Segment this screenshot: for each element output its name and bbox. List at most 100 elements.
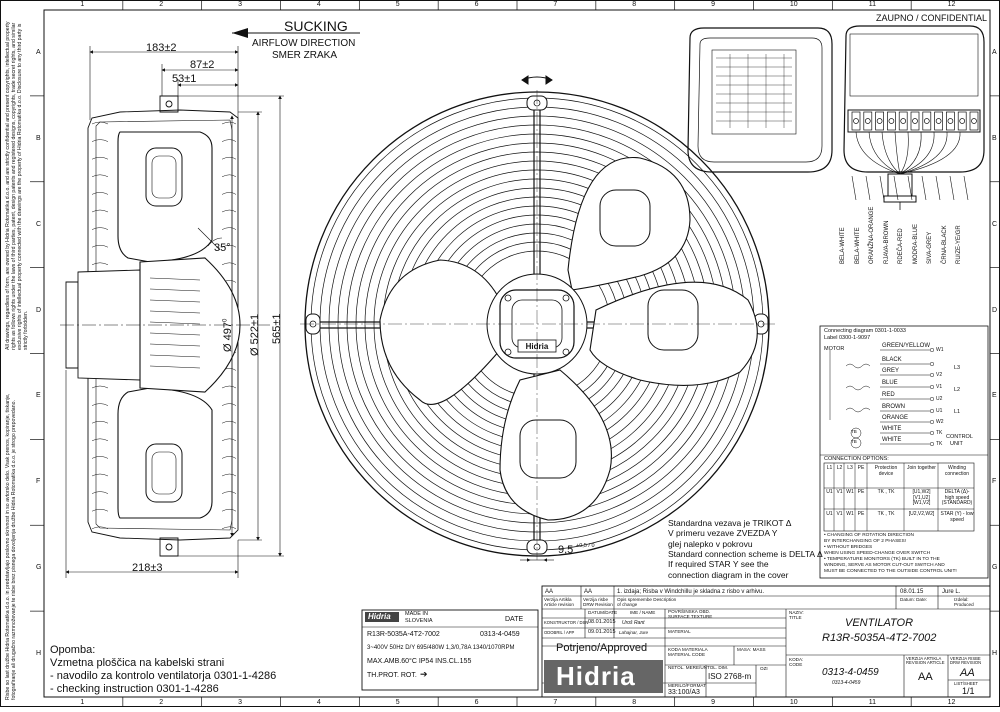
- conn-term: U2: [936, 397, 942, 402]
- conn-cell: Winding connection: [940, 466, 974, 477]
- conn-cell: Protection device: [869, 466, 903, 477]
- conn-cell: U1: [825, 490, 834, 496]
- tb-odobril-date: 09.01.2015: [588, 630, 616, 636]
- conn-line-label: L3: [954, 366, 960, 372]
- conn-cell: PE: [856, 512, 866, 518]
- wire-label: SIVA-GREY: [927, 232, 933, 264]
- conn-term: U1: [936, 409, 942, 414]
- tb-datum-date: DATUM/DATE: [588, 611, 617, 616]
- grid-col-label: 10: [790, 699, 798, 706]
- dim-9-5-tol: +0,5 / 0: [576, 544, 595, 550]
- note-line-3: - checking instruction 0301-1-4286: [50, 684, 219, 695]
- standard-note-line: V primeru vezave ZVEZDA Y: [668, 529, 777, 538]
- wire-label: BELA-WHITE: [855, 227, 861, 264]
- tb-scale: 33:100/A3: [668, 689, 700, 696]
- tb-ozi: OZI: [760, 667, 768, 672]
- grid-col-label: 12: [948, 699, 956, 706]
- conn-cell: STAR (Y) - low speed: [940, 512, 974, 523]
- label-code: 0313-4-0459: [480, 631, 520, 638]
- conn-cell: V1: [835, 512, 844, 518]
- conn-wire: BLUE: [882, 380, 898, 386]
- standard-note-line: Standardna vezava je TRIKOT Δ: [668, 519, 791, 528]
- conn-wire: ORANGE: [882, 415, 908, 421]
- conn-wire: WHITE: [882, 437, 901, 443]
- tb-iso: ISO 2768-m: [708, 673, 751, 681]
- tb-ime-name: IME / NAME: [630, 611, 655, 616]
- note-title: Opomba:: [50, 645, 95, 656]
- copyright-note-en: All drawings, regardless of form, are ow…: [6, 20, 30, 350]
- wire-label: RDEČA-RED: [898, 228, 904, 264]
- conn-cell: W1: [845, 512, 855, 518]
- tb-konstr-date: 08.01.2015: [588, 620, 616, 626]
- confidential-label: ZAUPNO / CONFIDENTIAL: [876, 14, 987, 23]
- tb-izdelal: Izdelal: Produced: [954, 598, 988, 607]
- dim-87: 87±2: [190, 60, 214, 71]
- wire-label: ČRNA-BLACK: [942, 225, 948, 264]
- note-line-2: - navodilo za kontrolo ventilatorja 0301…: [50, 671, 276, 682]
- label-made-2: SLOVENIA: [405, 619, 433, 625]
- conn-wire: BLACK: [882, 357, 902, 363]
- grid-row-label: F: [992, 478, 996, 485]
- grid-row-label: D: [36, 307, 41, 314]
- conn-wire: RED: [882, 392, 895, 398]
- wire-label: ORANŽNA-ORANGE: [869, 207, 875, 264]
- standard-note-line: connection diagram in the cover: [668, 571, 789, 580]
- conn-cell: [U2,V2,W2]: [906, 512, 937, 518]
- conn-title-2: Label 0300-1-9097: [824, 336, 870, 342]
- conn-control-1: CONTROL: [946, 435, 973, 441]
- tb-material: MATERIAL: [668, 630, 691, 635]
- grid-col-label: 1: [80, 699, 84, 706]
- tb-vris: VERZIJA RISBE DRW REVISION: [950, 657, 990, 665]
- label-made-1: MADE IN: [405, 612, 428, 618]
- tb-rev-text: 1. izdaja; Risba v Windchillu je skladna…: [617, 589, 764, 595]
- grid-col-label: 11: [869, 699, 876, 706]
- grid-row-label: C: [36, 221, 41, 228]
- dim-9-5: 9,5: [558, 545, 573, 556]
- note-line-1: Vzmetna ploščica na kabelski strani: [50, 658, 224, 669]
- conn-cell: PE: [856, 490, 866, 496]
- grid-col-label: 7: [553, 1, 557, 8]
- grid-col-label: 6: [475, 699, 479, 706]
- label-prot: TH.PROT. ROT.: [367, 672, 417, 679]
- terminal-cover-view: [688, 28, 832, 172]
- conn-cell: V1: [835, 490, 844, 496]
- wire-label: BELA-WHITE: [840, 227, 846, 264]
- grid-row-label: E: [992, 392, 997, 399]
- wire-label: RJAVA-BROWN: [884, 221, 890, 264]
- conn-cell: L2: [835, 466, 844, 472]
- tb-merilo: MERILO/FORMAT: [668, 684, 706, 689]
- conn-term: W2: [936, 420, 944, 425]
- grid-col-label: 9: [711, 1, 715, 8]
- conn-term: W1: [936, 348, 944, 353]
- conn-control-2: UNIT: [950, 442, 963, 448]
- tb-approved: Potrjeno/Approved: [556, 643, 647, 654]
- tb-kode-mat: KODA MATERIALA MATERIAL CODE: [668, 648, 728, 657]
- grid-col-label: 9: [711, 699, 715, 706]
- conn-wire: GREEN/YELLOW: [882, 343, 930, 349]
- airflow-title: SUCKING: [284, 19, 348, 33]
- tb-rev-date: 08.01.15: [900, 589, 923, 595]
- grid-col-label: 12: [948, 1, 956, 8]
- grid-col-label: 10: [790, 1, 798, 8]
- wire-label: MODRA-BLUE: [913, 224, 919, 264]
- tb-rev-aa-2: AA: [584, 589, 592, 595]
- grid-col-label: 6: [475, 1, 479, 8]
- conn-tb: TB: [851, 430, 857, 435]
- tb-surface: POVRŠINSKA OBD. SURFACE TEXTURE: [668, 610, 728, 619]
- grid-col-label: 7: [553, 699, 557, 706]
- tb-rev-user: Jure L.: [942, 589, 960, 595]
- tb-vart: VERZIJA ARTIKLA REVISION ARTICLE: [906, 657, 948, 665]
- airflow-line-1: AIRFLOW DIRECTION: [252, 39, 355, 49]
- tb-odobril-name: Lahajnar, Jure: [619, 631, 648, 636]
- conn-term: TK: [936, 442, 942, 447]
- tb-code-sub: 0313-4-0459: [832, 681, 860, 686]
- conn-term: TK: [936, 431, 942, 436]
- grid-col-label: 3: [238, 1, 242, 8]
- conn-line-label: L1: [954, 410, 960, 416]
- conn-title-1: Connecting diagram 0301-1-0033: [824, 329, 906, 335]
- tb-art-rev: Verzija Artikla Article revision: [544, 598, 580, 607]
- dim-183: 183±2: [146, 43, 177, 54]
- copyright-note-sl: Risbe so last družbe Hidria Rotomatika d…: [6, 380, 18, 700]
- dim-53: 53±1: [172, 74, 196, 85]
